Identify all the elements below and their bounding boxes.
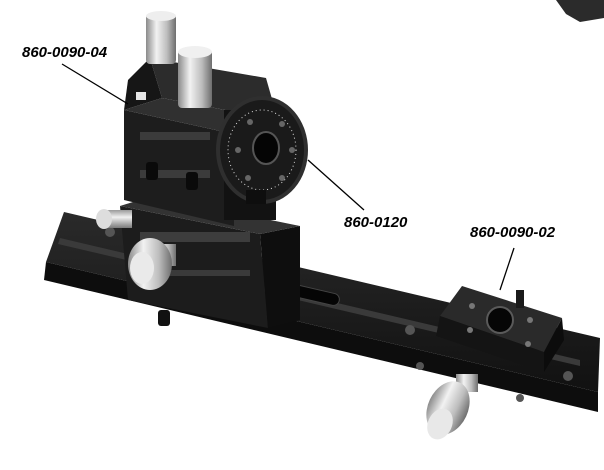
left-rail-micrometer-knob bbox=[96, 209, 132, 229]
leader-line-right bbox=[499, 247, 515, 291]
right-micrometer-knob bbox=[426, 374, 478, 440]
front-micrometer-knob bbox=[128, 238, 176, 290]
rotation-stage bbox=[216, 96, 308, 220]
top-micrometer-knob-front bbox=[178, 46, 212, 108]
corner-fragment bbox=[556, 0, 604, 22]
leader-line-top-left bbox=[61, 63, 129, 105]
set-screw bbox=[158, 310, 170, 326]
leader-line-center bbox=[307, 159, 365, 211]
part-number-label-center: 860-0120 bbox=[344, 214, 408, 231]
part-number-label-top-left: 860-0090-04 bbox=[22, 44, 108, 61]
top-micrometer-knob-rear bbox=[146, 11, 176, 64]
small-translation-stage bbox=[436, 286, 564, 372]
part-number-label-right: 860-0090-02 bbox=[470, 224, 556, 241]
